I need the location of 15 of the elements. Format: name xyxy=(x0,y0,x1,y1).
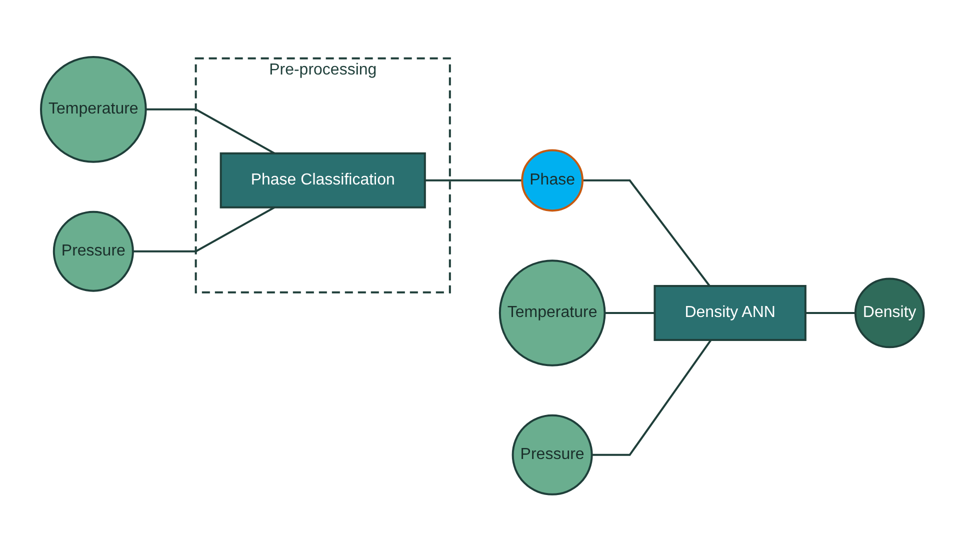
node-circle: Pressure xyxy=(512,414,593,496)
connector xyxy=(592,340,712,456)
node-box: Density ANN xyxy=(654,285,807,342)
connector xyxy=(806,312,856,314)
node-circle: Density xyxy=(854,278,925,348)
node-circle: Pressure xyxy=(53,211,134,292)
node-circle: Temperature xyxy=(40,56,147,164)
connector xyxy=(604,312,655,314)
connector xyxy=(425,180,522,182)
node-circle: Phase xyxy=(521,149,584,212)
connector xyxy=(582,180,711,287)
connector xyxy=(133,206,276,253)
node-box: Phase Classification xyxy=(220,152,426,209)
connector xyxy=(146,108,276,155)
node-circle: Temperature xyxy=(499,260,606,367)
